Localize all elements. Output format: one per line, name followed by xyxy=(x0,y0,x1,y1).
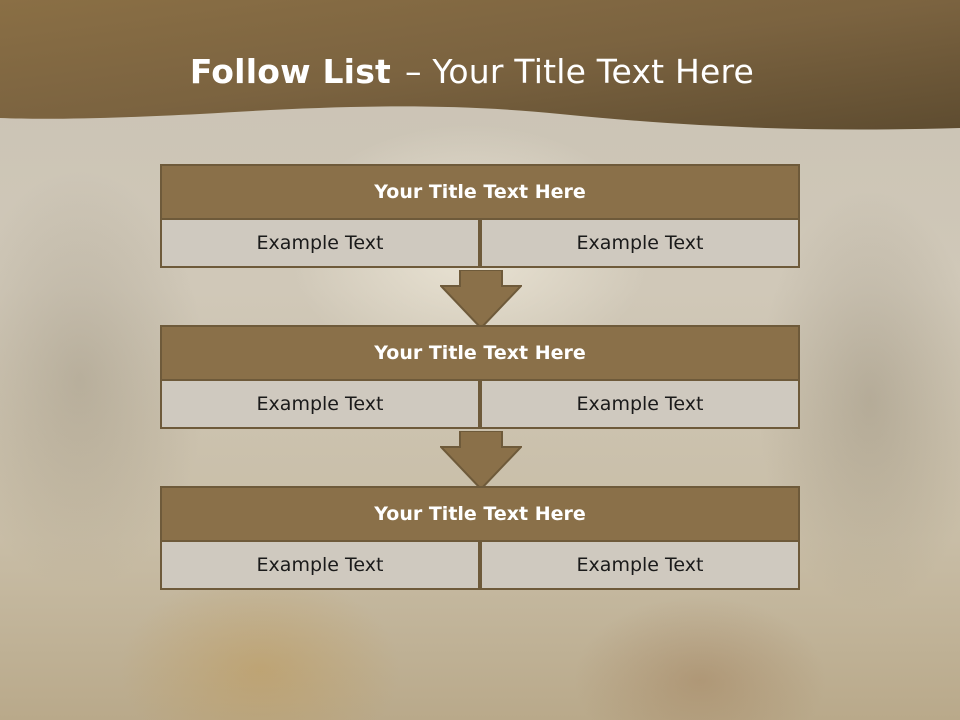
list-block-1: Your Title Text Here Example Text Exampl… xyxy=(160,164,800,268)
down-arrow-icon xyxy=(440,431,522,491)
block-cell-left: Example Text xyxy=(160,381,480,429)
down-arrow-icon xyxy=(440,270,522,330)
block-cell-right: Example Text xyxy=(480,220,800,268)
block-cell-left: Example Text xyxy=(160,220,480,268)
list-block-2: Your Title Text Here Example Text Exampl… xyxy=(160,325,800,429)
title-bold: Follow List xyxy=(189,52,392,91)
block-cell-right: Example Text xyxy=(480,381,800,429)
block-title: Your Title Text Here xyxy=(160,164,800,220)
slide-title: Follow List– Your Title Text Here xyxy=(0,52,944,91)
title-separator: – xyxy=(405,52,422,91)
block-title: Your Title Text Here xyxy=(160,325,800,381)
block-cell-left: Example Text xyxy=(160,542,480,590)
block-title: Your Title Text Here xyxy=(160,486,800,542)
list-block-3: Your Title Text Here Example Text Exampl… xyxy=(160,486,800,590)
header-band xyxy=(0,0,960,130)
title-rest: Your Title Text Here xyxy=(432,52,755,91)
block-cell-right: Example Text xyxy=(480,542,800,590)
